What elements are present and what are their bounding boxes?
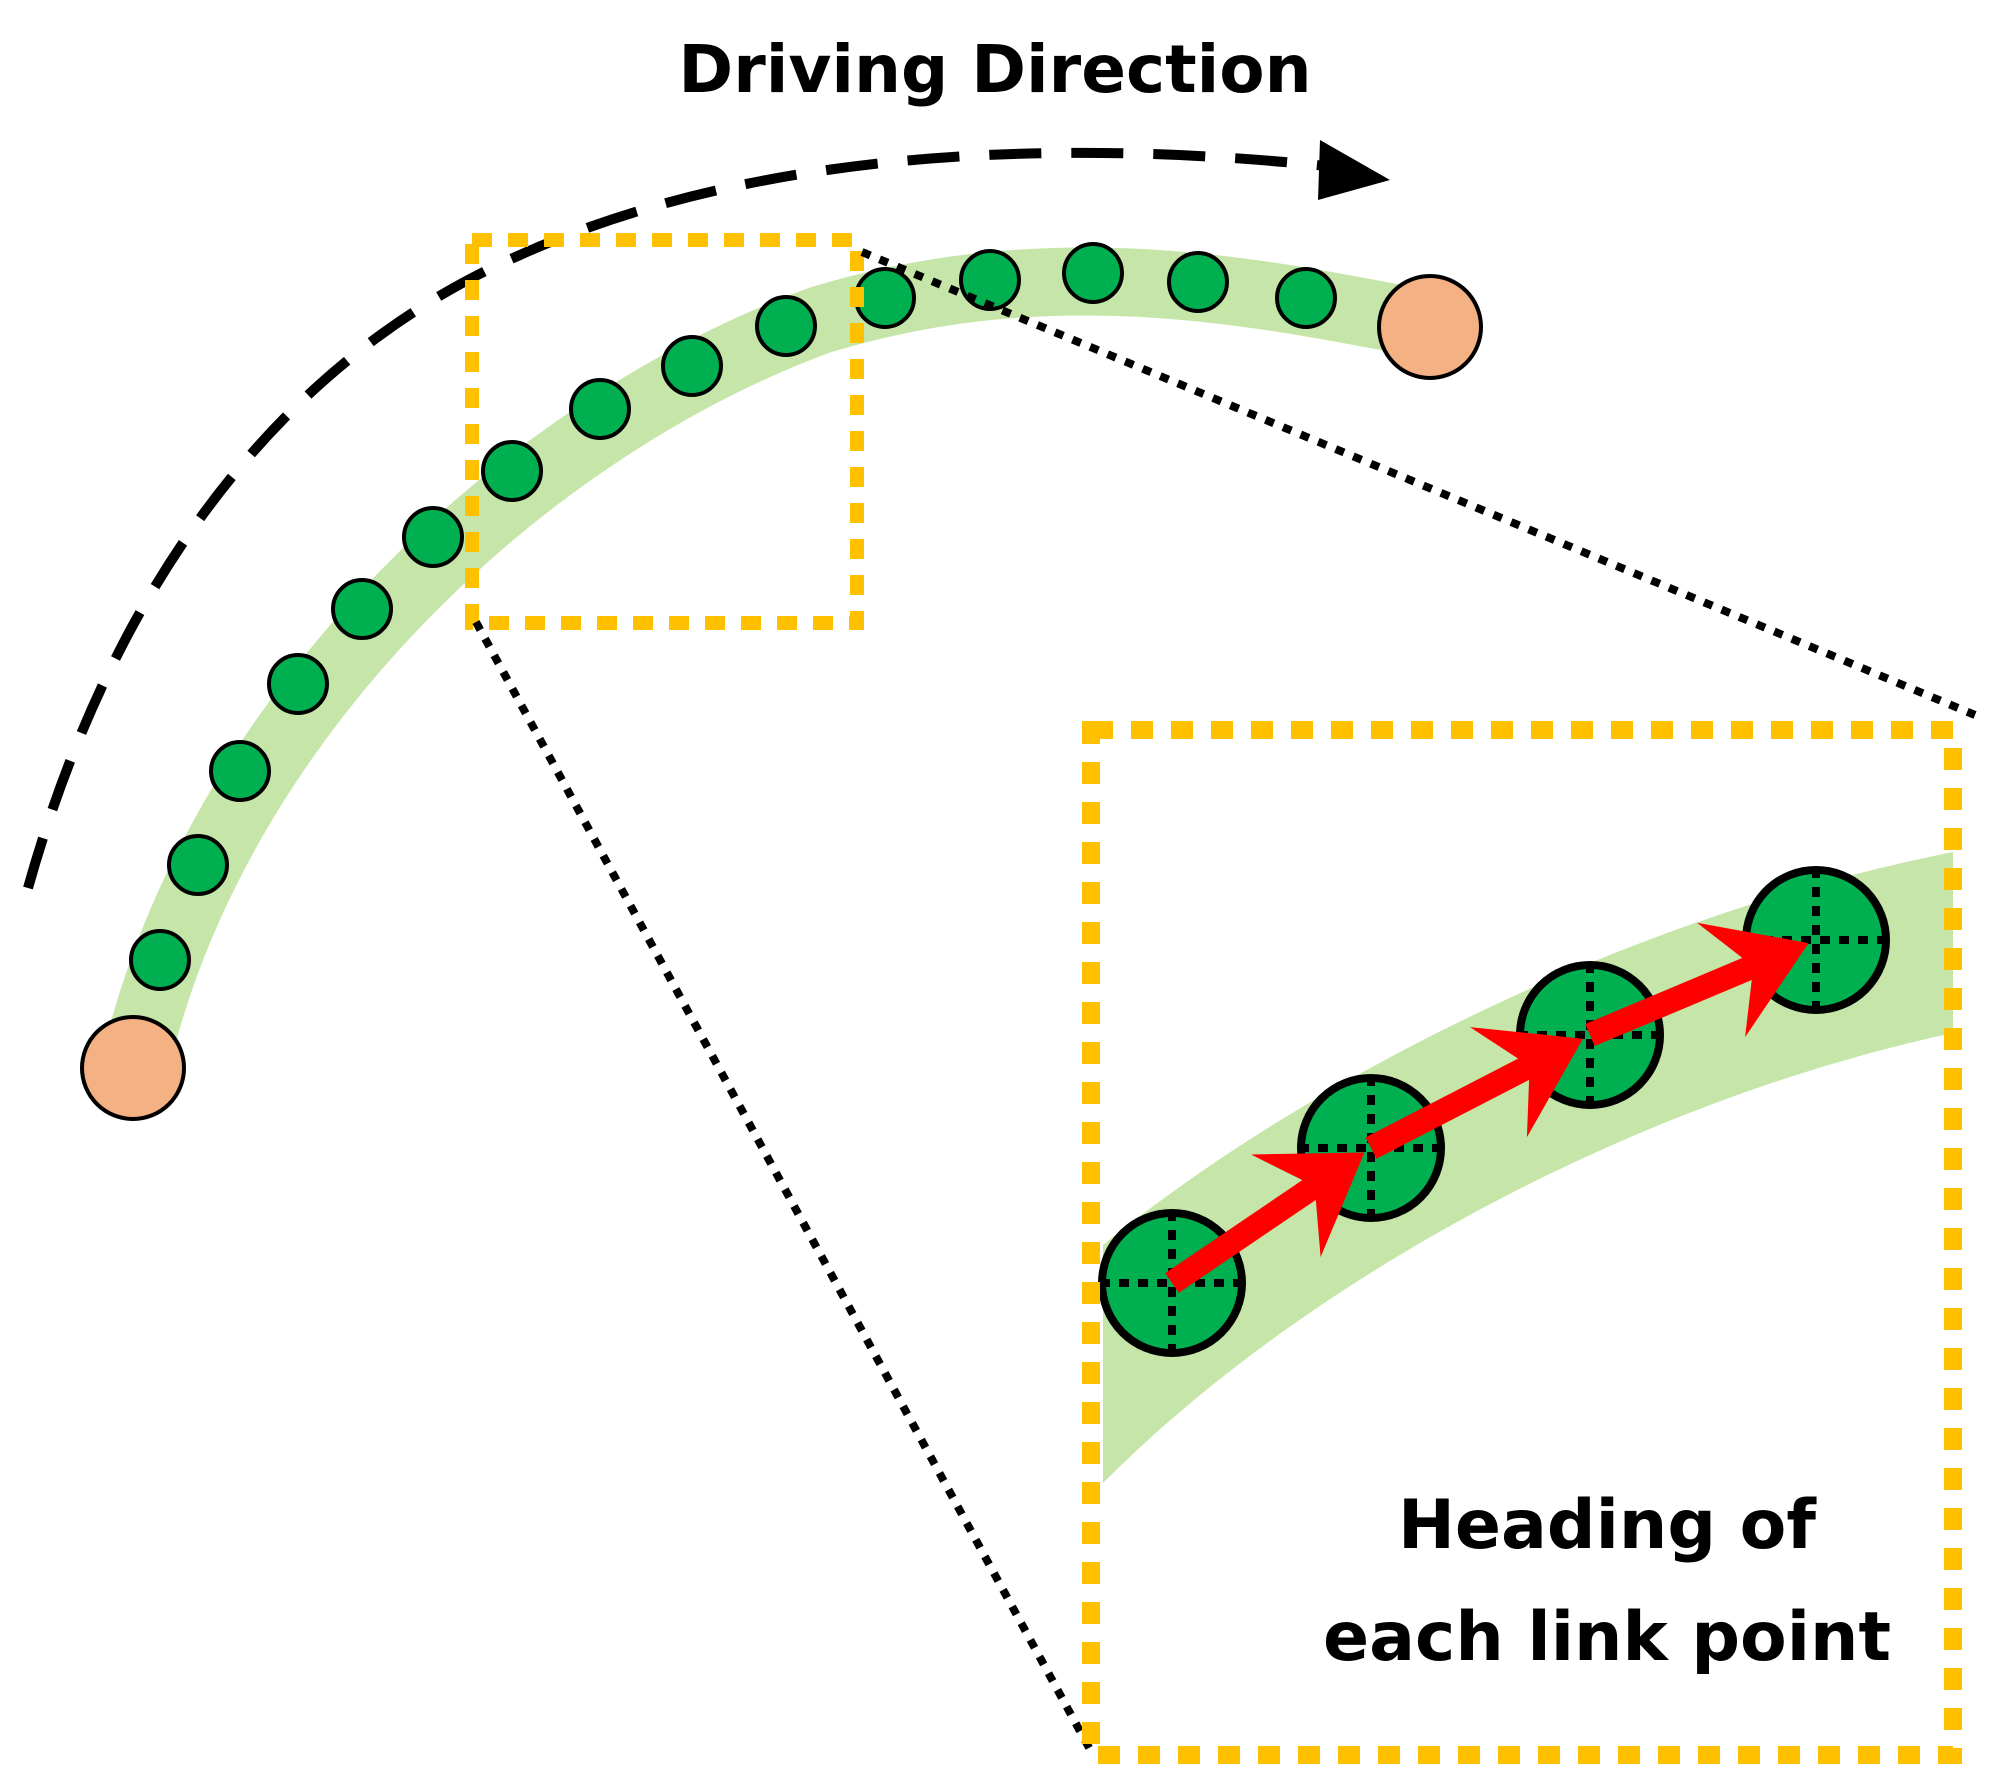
dotted-crosshair-icon: [1299, 1076, 1443, 1220]
dotted-crosshair-icon: [1100, 1211, 1244, 1355]
red-arrow-icon: [1585, 922, 1809, 1047]
magnified-view: Heading of each link point: [1082, 721, 1962, 1764]
link-point: [129, 929, 191, 991]
end-node: [1377, 274, 1483, 380]
driving-direction-arrow: [23, 140, 1390, 890]
driving-direction-label: Driving Direction: [678, 31, 1311, 108]
link-point: [1167, 251, 1229, 313]
link-point: [402, 506, 464, 568]
link-point: [167, 834, 229, 896]
link-point: [267, 653, 329, 715]
road-band: [101, 247, 1437, 1073]
link-point: [755, 295, 817, 357]
link-point: [1062, 242, 1124, 304]
magnified-link-points: [1098, 866, 1890, 1357]
zoom-connector-bottom: [472, 620, 1097, 1757]
heading-label-line-2: each link point: [1323, 1598, 1891, 1677]
link-point: [661, 335, 723, 397]
link-point: [209, 740, 271, 802]
link-point: [481, 440, 543, 502]
magnified-road-band: [1103, 852, 1953, 1483]
direction-arrowhead-icon: [1318, 140, 1390, 200]
zoom-source-frame: [465, 233, 864, 630]
link-point: [331, 578, 393, 640]
red-arrow-icon: [1365, 1027, 1583, 1159]
heading-label-line-1: Heading of: [1398, 1486, 1817, 1565]
link-point: [1275, 267, 1337, 329]
start-node: [80, 1015, 186, 1121]
direction-arc: [23, 147, 1346, 890]
link-point: [569, 378, 631, 440]
magnified-frame: [1082, 721, 1962, 1764]
red-arrow-icon: [1165, 1152, 1365, 1293]
link-point: [854, 267, 916, 329]
link-points: [129, 242, 1337, 991]
